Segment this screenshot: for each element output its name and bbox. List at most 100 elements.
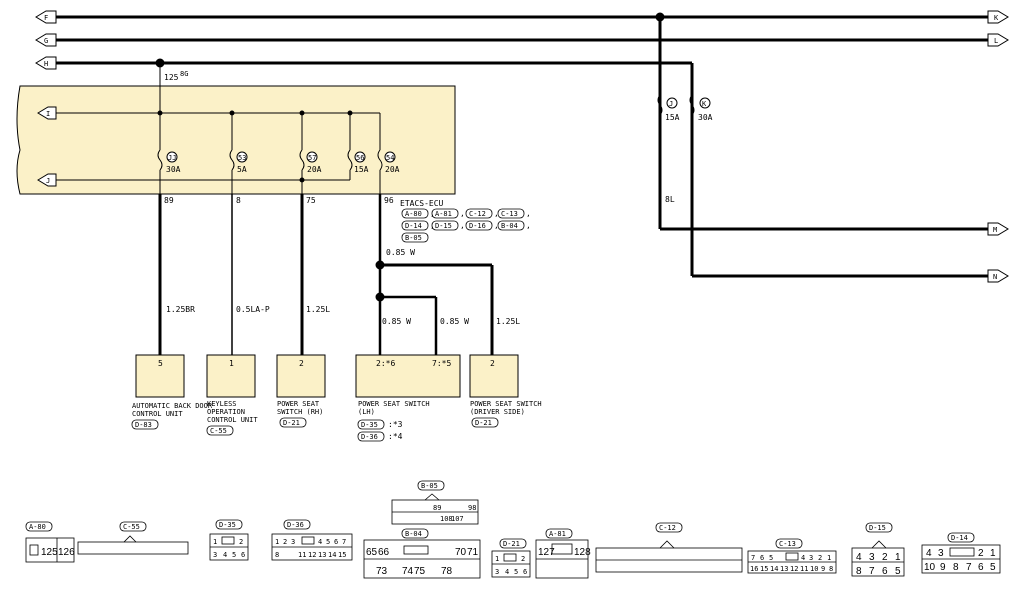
svg-text:30A: 30A (698, 113, 713, 122)
ecu-conn-c13: C-13 (501, 210, 518, 218)
svg-text:57: 57 (308, 154, 316, 162)
comp5-pin: 2 (490, 359, 495, 368)
conn-c13-cell-9: 9 (821, 565, 825, 573)
comp4-note2: :*4 (388, 432, 403, 441)
comp1-pin: 5 (158, 359, 163, 368)
connector-views (25, 480, 1001, 579)
conn-b05-cell-89: 89 (433, 504, 441, 512)
conn-a80-cell-126: 126 (58, 547, 75, 558)
ecu-conn-d14: D-14 (405, 222, 422, 230)
ecu-conn-d15: D-15 (435, 222, 452, 230)
conn-d14-cell-7: 7 (966, 562, 972, 573)
conn-d35-cell-1: 1 (213, 538, 217, 546)
comp3-line1: POWER SEAT (277, 400, 320, 408)
conn-c13-cell-11: 11 (800, 565, 808, 573)
comp1-line1: AUTOMATIC BACK DOOR (132, 402, 213, 410)
comp1-line2: CONTROL UNIT (132, 410, 183, 418)
conn-c13-cell-8: 8 (829, 565, 833, 573)
conn-d36-cell-8: 8 (275, 551, 279, 559)
conn-d35-cell-6: 6 (241, 551, 245, 559)
comp2-pin: 1 (229, 359, 234, 368)
ecu-conn-a80: A-80 (405, 210, 422, 218)
conn-c13-cell-12: 12 (790, 565, 798, 573)
fuse-54: 54 20A 96 (377, 149, 400, 205)
bus-label-g: G (44, 37, 48, 45)
conn-d36-cell-4: 4 (318, 538, 322, 546)
svg-text:96: 96 (384, 196, 394, 205)
conn-b04-cell-78: 78 (441, 566, 453, 577)
wire-8l: 8L (665, 195, 675, 204)
bus-label-f: F (44, 14, 48, 22)
conn-d35-cell-3: 3 (213, 551, 217, 559)
comp4-conn2: D-36 (361, 433, 378, 441)
ecu-conn-a81: A-81 (435, 210, 452, 218)
svg-text:,: , (460, 221, 465, 230)
wire-label-5: 1.25L (496, 317, 520, 326)
fuse-jj: JJ 30A 89 (157, 149, 181, 205)
comp2-line3: CONTROL UNIT (207, 416, 258, 424)
conn-d36-cell-6: 6 (334, 538, 338, 546)
comp3-line2: SWITCH (RH) (277, 408, 323, 416)
conn-c13-cell-5: 5 (769, 554, 773, 562)
conn-b05-cell-98: 98 (468, 504, 476, 512)
fuse-53: 53 5A 8 (229, 149, 248, 205)
conn-c13-cell-15: 15 (760, 565, 768, 573)
conn-d36-cell-1: 1 (275, 538, 279, 546)
conn-c13-cell-13: 13 (780, 565, 788, 573)
conn-c13-cell-1: 1 (827, 554, 831, 562)
comp5-line2: (DRIVER SIDE) (470, 408, 525, 416)
conn-c13-cell-14: 14 (770, 565, 778, 573)
conn-c13-cell-4: 4 (801, 554, 805, 562)
comp3-conn: D-21 (283, 419, 300, 427)
conn-d14-cell-5: 5 (990, 562, 996, 573)
conn-d35-cell-4: 4 (223, 551, 227, 559)
conn-d15-cell-2: 2 (882, 552, 888, 563)
svg-text:,: , (430, 221, 435, 230)
fuse-56: 56 15A (347, 149, 369, 174)
conn-d15-cell-1: 1 (895, 552, 901, 563)
ecu-title: ETACS-ECU (400, 199, 444, 208)
conn-b04-label: B-04 (405, 530, 422, 538)
conn-d21-cell-5: 5 (514, 568, 518, 576)
svg-text:,: , (430, 209, 435, 218)
conn-d36-cell-14: 14 (328, 551, 336, 559)
ecu-conn-b04: B-04 (501, 222, 518, 230)
conn-c13-cell-6: 6 (760, 554, 764, 562)
conn-c13-cell-7: 7 (751, 554, 755, 562)
fuse-k-ext: K 30A (689, 94, 713, 122)
conn-b04-cell-74: 74 (402, 566, 414, 577)
svg-text:15A: 15A (665, 113, 680, 122)
conn-d15-cell-8: 8 (856, 566, 862, 577)
conn-c55-label: C-55 (123, 523, 140, 531)
wire-label-1: 1.25BR (166, 305, 195, 314)
comp4-pin-left: 2:*6 (376, 359, 395, 368)
conn-d15-cell-5: 5 (895, 566, 901, 577)
conn-d35-label: D-35 (219, 521, 236, 529)
conn-d36-cell-12: 12 (308, 551, 316, 559)
conn-d14-cell-6: 6 (978, 562, 984, 573)
wire-label-4a: 0.85 W (386, 248, 415, 257)
ecu-box (16, 85, 456, 195)
svg-text:20A: 20A (307, 165, 322, 174)
conn-c13-cell-3: 3 (809, 554, 813, 562)
bus-label-i: I (46, 110, 50, 118)
conn-b04-cell-71: 71 (467, 547, 479, 558)
conn-d36-cell-2: 2 (283, 538, 287, 546)
svg-text:30A: 30A (166, 165, 181, 174)
bus-label-l: L (994, 37, 998, 45)
comp4-line1: POWER SEAT SWITCH (358, 400, 430, 408)
comp2-conn: C-55 (210, 427, 227, 435)
svg-text:JJ: JJ (168, 154, 176, 162)
conn-d36-cell-3: 3 (291, 538, 295, 546)
comp4-line2: (LH) (358, 408, 375, 416)
conn-d21-label: D-21 (503, 540, 520, 548)
wire-pin-125: 125 (164, 73, 179, 82)
svg-text:,: , (494, 221, 499, 230)
svg-text:56: 56 (356, 154, 364, 162)
wire-label-3: 1.25L (306, 305, 330, 314)
conn-b05-cell-107: 107 (451, 515, 464, 523)
conn-d35-cell-5: 5 (232, 551, 236, 559)
conn-b04-cell-75: 75 (414, 566, 426, 577)
conn-d36-cell-7: 7 (342, 538, 346, 546)
